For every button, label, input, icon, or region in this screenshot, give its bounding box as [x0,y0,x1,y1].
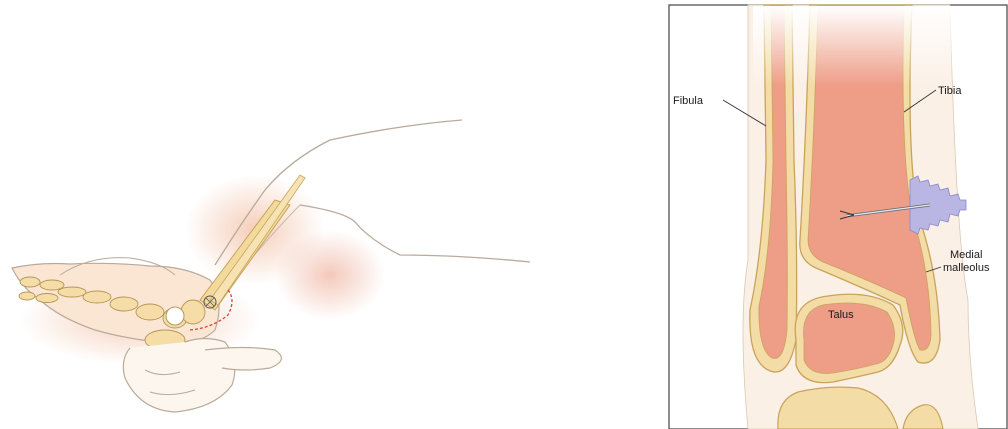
ankle-cross-section-svg: Fibula Tibia Medial malleolus Talus [668,0,1008,429]
top-fade [753,6,953,86]
foot-illustration-svg [0,0,560,429]
label-medial-line1: Medial [950,249,982,261]
ankle-cross-section-diagram: Fibula Tibia Medial malleolus Talus [668,0,1008,429]
label-tibia: Tibia [938,85,962,97]
label-talus: Talus [828,309,854,321]
foot-illustration [0,0,560,429]
calf-tint [275,230,385,320]
ankle-joint [166,307,184,325]
label-malleolus-line2: malleolus [943,262,990,274]
label-fibula: Fibula [673,95,704,107]
